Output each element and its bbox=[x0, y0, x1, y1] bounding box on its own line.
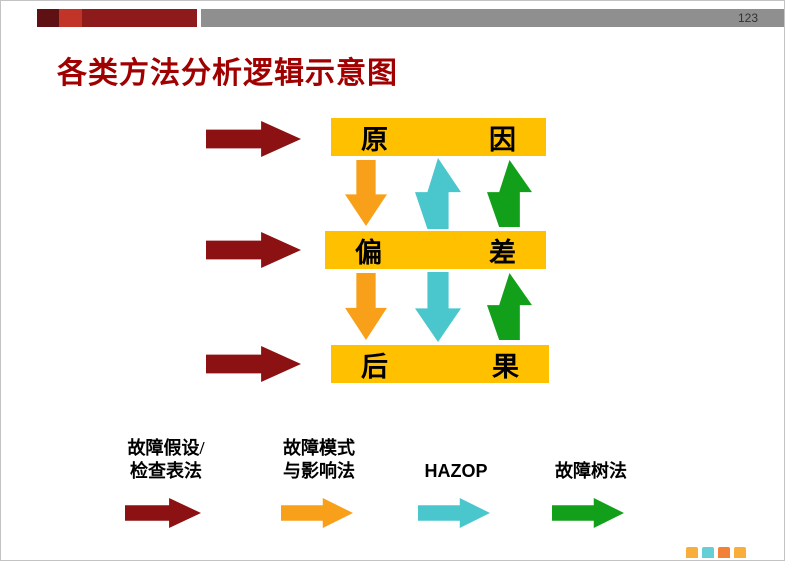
green-arrow-deviation-to-cause bbox=[487, 160, 532, 227]
watermark-glyph bbox=[718, 547, 730, 558]
legend-arrow-fault-tree bbox=[552, 498, 624, 528]
watermark-glyph bbox=[702, 547, 714, 558]
orange-arrow-deviation-to-consequence bbox=[345, 273, 387, 340]
topbar-gray-band: 123 bbox=[201, 9, 784, 27]
legend-label-line: HAZOP bbox=[424, 461, 488, 481]
orange-arrow-cause-to-deviation bbox=[345, 160, 387, 226]
watermark-glyph bbox=[686, 547, 698, 558]
box-consequence: 后 果 bbox=[331, 345, 549, 383]
legend-arrow-fmea bbox=[281, 498, 353, 528]
page-number: 123 bbox=[737, 11, 758, 25]
cyan-arrow-deviation-to-cause bbox=[415, 158, 461, 229]
legend-label-line: 检查表法 bbox=[130, 461, 202, 481]
box-deviation-char-left: 偏 bbox=[355, 237, 382, 268]
topbar-block-red bbox=[59, 9, 82, 27]
legend-label-line: 与影响法 bbox=[283, 461, 355, 481]
legend-label-what-if-checklist: 故障假设/ 检查表法 bbox=[101, 435, 231, 483]
input-arrow-deviation bbox=[206, 232, 301, 268]
legend-label-fmea: 故障模式 与影响法 bbox=[254, 435, 384, 483]
legend-label-line: 故障模式 bbox=[283, 438, 355, 458]
box-cause-char-left: 原 bbox=[361, 124, 388, 155]
cyan-arrow-deviation-to-consequence bbox=[415, 272, 461, 342]
input-arrow-consequence bbox=[206, 346, 301, 382]
green-arrow-consequence-to-deviation bbox=[487, 273, 532, 340]
legend-label-line: 故障假设/ bbox=[127, 438, 205, 458]
box-consequence-char-left: 后 bbox=[361, 351, 388, 382]
box-cause: 原 因 bbox=[331, 118, 546, 156]
topbar-block-maroon bbox=[82, 9, 197, 27]
box-deviation-char-right: 差 bbox=[489, 237, 516, 268]
input-arrow-cause bbox=[206, 121, 301, 157]
box-deviation: 偏 差 bbox=[325, 231, 546, 269]
legend-label-fault-tree: 故障树法 bbox=[526, 435, 656, 483]
legend-arrow-what-if-checklist bbox=[125, 498, 201, 528]
box-consequence-char-right: 果 bbox=[492, 351, 519, 382]
legend-label-line: 故障树法 bbox=[555, 461, 627, 481]
legend-arrow-hazop bbox=[418, 498, 490, 528]
box-cause-char-right: 因 bbox=[489, 124, 516, 155]
watermark bbox=[686, 547, 746, 558]
legend-label-hazop: HAZOP bbox=[391, 435, 521, 483]
topbar-block-dark bbox=[37, 9, 59, 27]
watermark-glyph bbox=[734, 547, 746, 558]
page-title: 各类方法分析逻辑示意图 bbox=[57, 57, 398, 90]
